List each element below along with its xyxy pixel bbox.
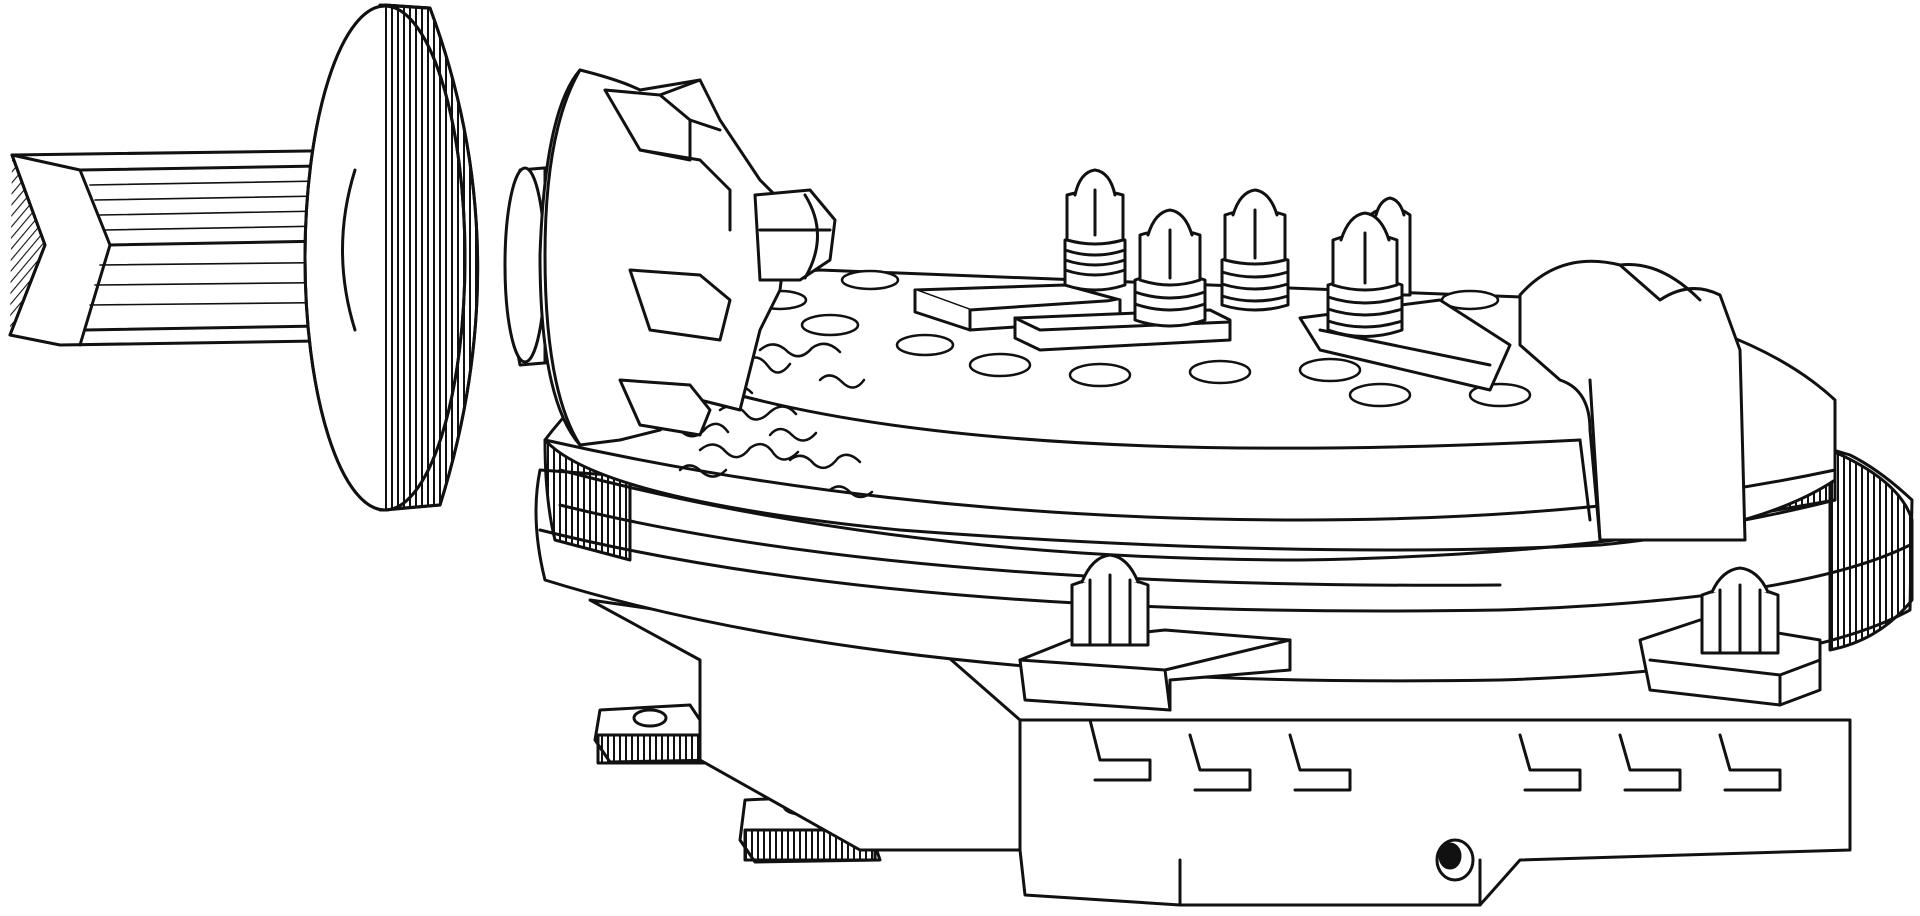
flange-disk (303, 3, 480, 512)
t-slots (1088, 718, 1782, 792)
lower-clamps (1018, 553, 1822, 712)
right-clamp-bracket (1518, 259, 1747, 542)
milling-cutter (538, 68, 837, 447)
clamp-bolts (1063, 168, 1412, 338)
machine-base (588, 598, 1852, 907)
